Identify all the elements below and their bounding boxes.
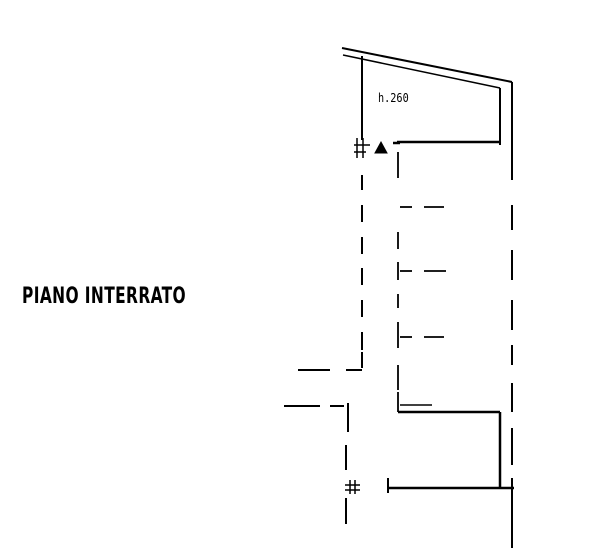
sloped-top-wall: [341, 47, 513, 89]
wall-break-mark-bottom: [345, 480, 360, 494]
stair-tread-dashes: [400, 206, 446, 338]
wall-break-mark-top: [354, 138, 370, 158]
left-dashed-horizontals: [284, 369, 362, 407]
room-height-label: h.260: [378, 91, 409, 105]
lower-left-dashed-edge: [345, 403, 349, 524]
right-outer-wall: [499, 82, 513, 180]
floor-name-label: PIANO INTERRATO: [22, 284, 187, 309]
lower-step-box: [387, 404, 514, 493]
level-marker-triangle: [374, 140, 388, 154]
